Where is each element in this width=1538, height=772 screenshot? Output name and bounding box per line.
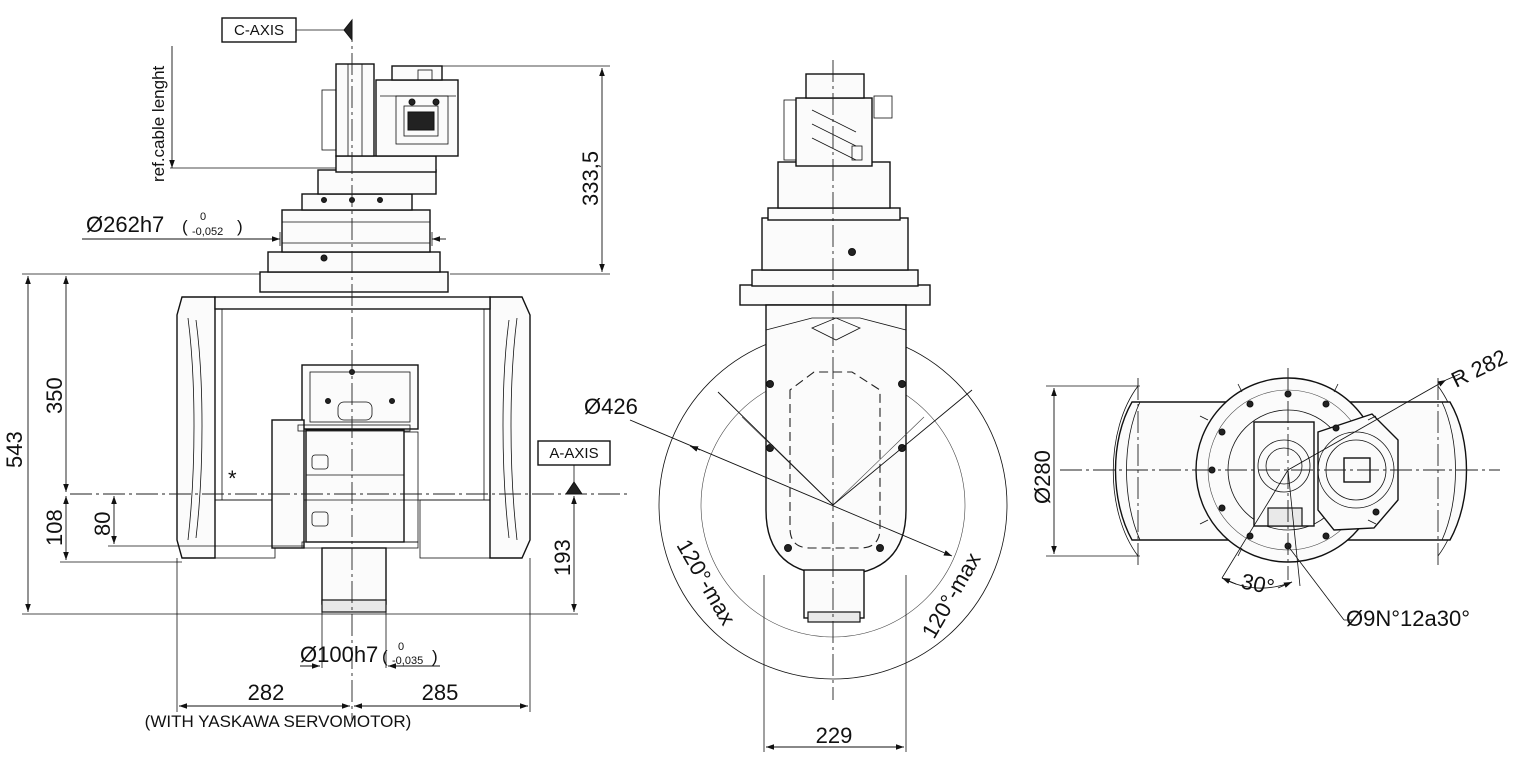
shaft-tol-paren-right: ) bbox=[432, 647, 438, 666]
rotation-left-label: 120°-max bbox=[672, 535, 741, 629]
flange-tol-upper: 0 bbox=[200, 211, 206, 223]
radius-leader bbox=[1287, 379, 1447, 471]
dim-282: 282 bbox=[248, 680, 285, 705]
front-arm-body bbox=[765, 304, 907, 576]
dim-108: 108 bbox=[42, 509, 67, 546]
dia-426-leader bbox=[629, 419, 953, 557]
dim-dia-426: Ø426 bbox=[584, 394, 638, 419]
top-view: Ø280 R 282 30° Ø9N°12a30° bbox=[1030, 344, 1511, 631]
front-view: Ø426 120°-max 120°-max 229 bbox=[584, 60, 1008, 752]
dim-543: 543 bbox=[2, 431, 27, 468]
side-top-assembly bbox=[259, 63, 459, 293]
flange-diameter-label: Ø262h7 bbox=[86, 212, 164, 237]
a-axis-label: A-AXIS bbox=[549, 445, 598, 462]
dim-350: 350 bbox=[42, 377, 67, 414]
dim-dia-280: Ø280 bbox=[1030, 450, 1055, 504]
c-axis-label: C-AXIS bbox=[234, 22, 284, 39]
asterisk-mark: * bbox=[228, 466, 237, 491]
flange-tol-lower: -0,052 bbox=[192, 226, 223, 238]
dim-radius-282: R 282 bbox=[1447, 344, 1511, 392]
side-center-motor bbox=[271, 364, 419, 613]
ref-cable-label: ref.cable lenght bbox=[149, 65, 168, 182]
shaft-diameter-label: Ø100h7 bbox=[300, 642, 378, 667]
servomotor-note: (WITH YASKAWA SERVOMOTOR) bbox=[145, 712, 412, 731]
dim-holes: Ø9N°12a30° bbox=[1346, 606, 1470, 631]
flange-tol-paren-left: ( bbox=[182, 217, 188, 236]
dim-333-5: 333,5 bbox=[578, 151, 603, 206]
side-frame bbox=[176, 296, 531, 559]
dim-angle-30: 30° bbox=[1239, 568, 1277, 599]
dim-285: 285 bbox=[422, 680, 459, 705]
shaft-tol-upper: 0 bbox=[398, 641, 404, 653]
dim-229: 229 bbox=[816, 723, 853, 748]
dim-80: 80 bbox=[90, 512, 115, 536]
shaft-tol-paren-left: ( bbox=[382, 647, 388, 666]
flange-tol-paren-right: ) bbox=[237, 217, 243, 236]
dim-193: 193 bbox=[550, 539, 575, 576]
shaft-tol-lower: -0,035 bbox=[392, 655, 423, 667]
side-view: C-AXIS A-AXIS ref.cable lenght Ø262h7 0 … bbox=[2, 17, 630, 731]
rotation-right-label: 120°-max bbox=[917, 548, 986, 642]
